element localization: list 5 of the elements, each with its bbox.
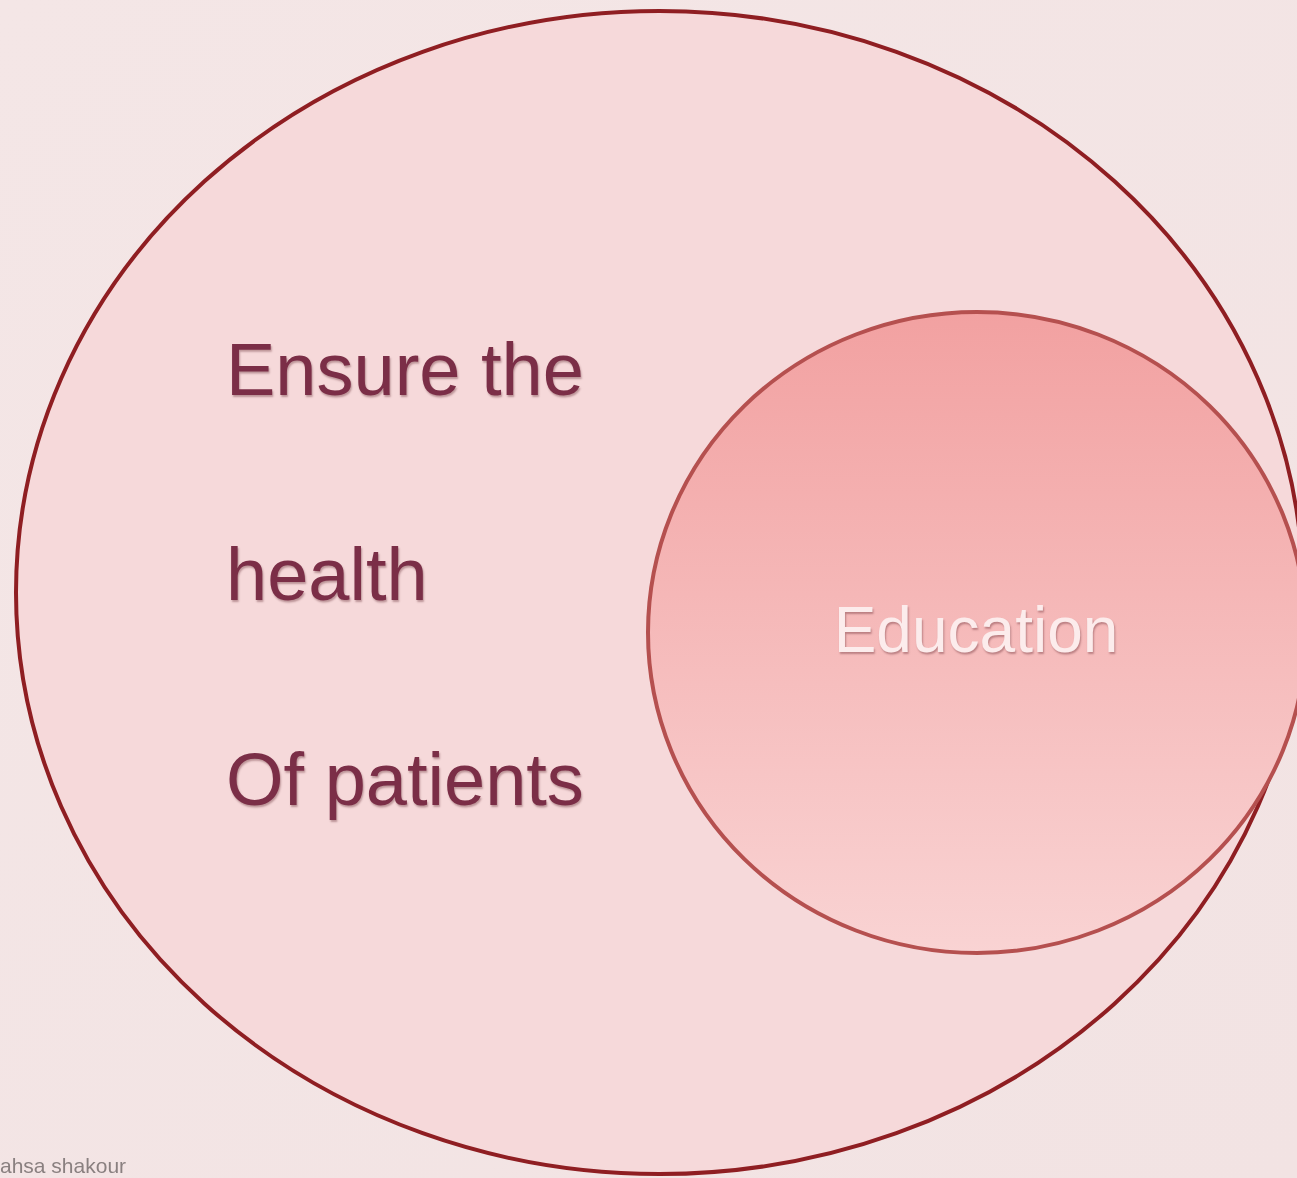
circle-label: Ensure the — [226, 327, 585, 413]
circle-label: Of patients — [226, 737, 585, 823]
circle-label: health — [226, 532, 429, 618]
circle-label: Education — [832, 593, 1120, 668]
author-name: ahsa shakour — [0, 1154, 127, 1178]
